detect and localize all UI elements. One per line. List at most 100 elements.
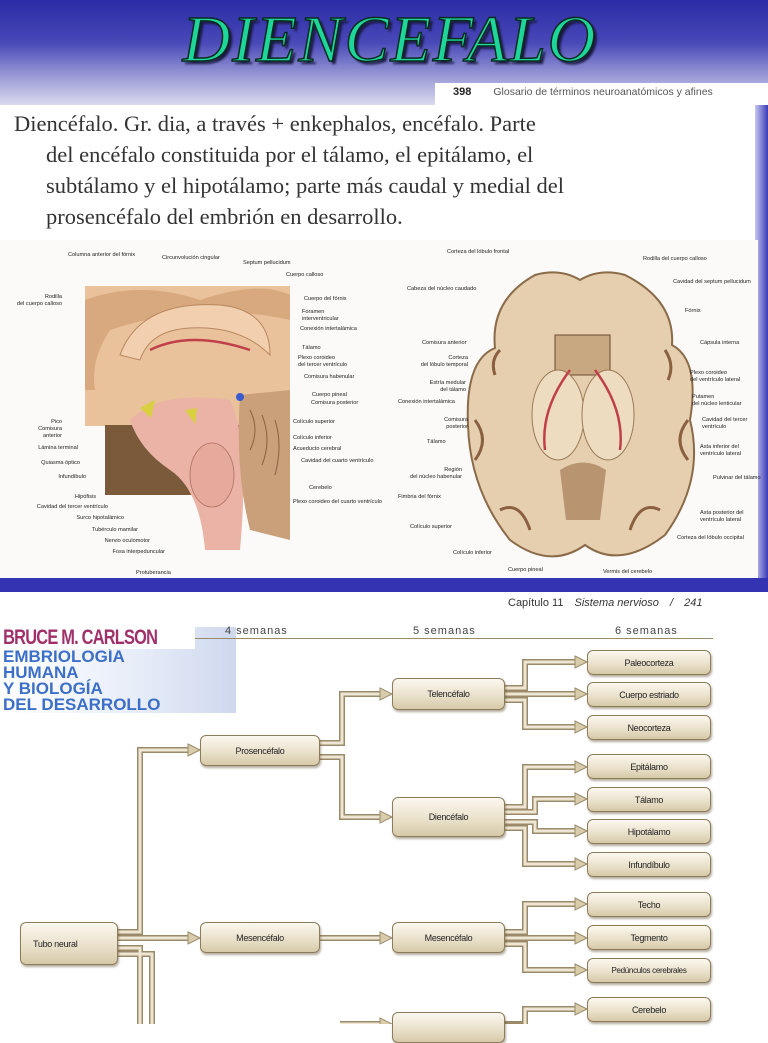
definition-line: prosencéfalo del embrión en desarrollo. <box>46 204 403 229</box>
figure-label: Colículo inferior <box>453 550 492 556</box>
definition-line: Diencéfalo. Gr. dia, a través + enkephal… <box>14 111 536 136</box>
figure-label: Tubérculo mamilar <box>91 527 138 533</box>
figure-label: Fimbria del fórnix <box>398 494 441 500</box>
week-label: 6 semanas <box>615 625 678 637</box>
figure-label: del ventrículo lateral <box>690 377 741 383</box>
logo-author: BRUCE M. CARLSON <box>0 627 195 649</box>
book-logo: BRUCE M. CARLSON EMBRIOLOGÍA HUMANA Y BI… <box>0 627 236 713</box>
logo-title-line: EMBRIOLOGÍA <box>3 647 125 666</box>
node-cuerpo-estriado: Cuerpo estriado <box>587 682 711 707</box>
anatomy-figures: Columna anterior del fórnix Circunvoluci… <box>0 240 761 578</box>
figure-label: Plexo coroideo <box>690 370 728 376</box>
node-neocorteza: Neocorteza <box>587 715 711 740</box>
figure-label: Nervio oculomotor <box>104 538 150 544</box>
figure-label: Comisura <box>38 426 62 432</box>
figure-label: Cavidad del septum pellucidum <box>673 279 751 285</box>
node-techo: Techo <box>587 892 711 917</box>
figure-label: Foramen <box>302 309 325 315</box>
figure-label: posterior <box>446 424 468 430</box>
axial-brain-figure <box>466 271 696 558</box>
figure-label: del cuerpo calloso <box>16 301 62 307</box>
figure-label: Plexo coroideo del cuarto ventrículo <box>293 499 382 505</box>
figure-label: ventrículo <box>702 424 727 430</box>
figure-label: ventrículo lateral <box>700 451 742 457</box>
figure-label: Pico <box>51 419 62 425</box>
node-cerebelo: Cerebelo <box>587 997 711 1022</box>
figure-label: Colículo inferior <box>293 435 332 441</box>
figure-label: Colículo superior <box>293 419 335 425</box>
node-hipotalamo: Hipotálamo <box>587 819 711 844</box>
figure-label: Estría medular <box>429 380 466 386</box>
figure-label: Cavidad del tercer <box>702 417 748 423</box>
definition-line: del encéfalo constituida por el tálamo, … <box>46 142 534 167</box>
figure-label: Septum pellucidum <box>243 260 291 266</box>
figure-label: del núcleo lenticular <box>692 401 742 407</box>
chapter-header: Capítulo 11 Sistema nervioso / 241 <box>508 597 702 609</box>
figure-label: Comisura anterior <box>422 340 467 346</box>
glossary-text: Glosario de términos neuroanatómicos y a… <box>493 86 713 98</box>
figure-label: Rodilla <box>44 294 62 300</box>
node-tubo-neural: Tubo neural <box>20 922 118 965</box>
node-tegmento: Tegmento <box>587 925 711 950</box>
chapter-page: 241 <box>684 597 703 609</box>
figure-label: Cerebelo <box>309 485 332 491</box>
week-label: 5 semanas <box>413 625 476 637</box>
figure-label: Surco hipotalámico <box>76 515 124 521</box>
node-telencefalo: Telencéfalo <box>392 678 505 710</box>
brain-illustrations <box>85 271 696 558</box>
figure-label: Acueducto cerebral <box>293 446 342 452</box>
node-mesencefalo-5w: Mesencéfalo <box>392 922 505 953</box>
divider-bar <box>0 578 768 592</box>
figure-label: Comisura habenular <box>304 374 355 380</box>
figure-label: Cabeza del núcleo caudado <box>407 286 477 292</box>
figure-label: del núcleo habenular <box>410 474 462 480</box>
week-label: 4 semanas <box>225 625 288 637</box>
figure-label: Hipófisis <box>74 494 96 500</box>
figure-label: Comisura posterior <box>311 400 359 406</box>
figure-label: Cuerpo pineal <box>312 392 347 398</box>
figure-label: Circunvolución cingular <box>162 255 220 261</box>
figure-label: Corteza del lóbulo occipital <box>677 535 744 541</box>
slide-title: DIENCEFALO <box>182 2 598 77</box>
figure-label: Cuerpo calloso <box>286 272 324 278</box>
figure-label: Tálamo <box>427 439 446 445</box>
figure-label: Vermis del cerebelo <box>603 569 653 575</box>
figure-label: Fórnix <box>685 308 701 314</box>
node-prosencefalo: Prosencéfalo <box>200 735 320 766</box>
figure-label: del lóbulo temporal <box>420 362 468 368</box>
figure-label: Corteza del lóbulo frontal <box>447 249 510 255</box>
node-partial <box>392 1012 505 1043</box>
figure-label: anterior <box>43 433 62 439</box>
figure-label: Corteza <box>448 355 468 361</box>
figure-label: Cuerpo pineal <box>508 567 543 573</box>
chapter-label: Capítulo 11 <box>508 597 564 609</box>
figure-label: del tercer ventrículo <box>298 362 348 368</box>
node-epitalamo: Epitálamo <box>587 754 711 779</box>
figure-label: Conexión intertalámica <box>398 399 455 405</box>
figure-label: Lámina terminal <box>38 445 78 451</box>
logo-title-line: Y BIOLOGÍA <box>3 679 103 698</box>
figure-label: Cavidad del cuarto ventrículo <box>301 458 374 464</box>
node-paleocorteza: Paleocorteza <box>587 650 711 675</box>
figure-label: Comisura <box>444 417 468 423</box>
side-bar <box>755 105 768 580</box>
figure-label: ventrículo lateral <box>700 517 742 523</box>
figure-label: Asta posterior del <box>700 510 744 516</box>
figure-label: Plexo coroideo <box>298 355 336 361</box>
figure-label: Putamen <box>692 394 715 400</box>
figure-label: Cuerpo del fórnix <box>304 296 347 302</box>
node-pedunculos-cerebrales: Pedúnculos cerebrales <box>587 958 711 983</box>
figure-label: Cavidad del tercer ventrículo <box>36 504 108 510</box>
chapter-separator: / <box>669 597 674 609</box>
figure-label: Conexión intertalámica <box>300 326 357 332</box>
figure-label: Quiasma óptico <box>41 460 80 466</box>
figure-label: Rodilla del cuerpo calloso <box>643 256 707 262</box>
figure-label: Pulvinar del tálamo <box>713 475 761 481</box>
week-axis-line <box>195 638 713 639</box>
figure-label: interventricular <box>302 316 339 322</box>
figure-label: Región <box>444 467 462 473</box>
glossary-page: 398 <box>453 86 472 98</box>
figure-label: Infundíbulo <box>58 474 86 480</box>
figure-label: Protuberancia <box>136 570 171 576</box>
